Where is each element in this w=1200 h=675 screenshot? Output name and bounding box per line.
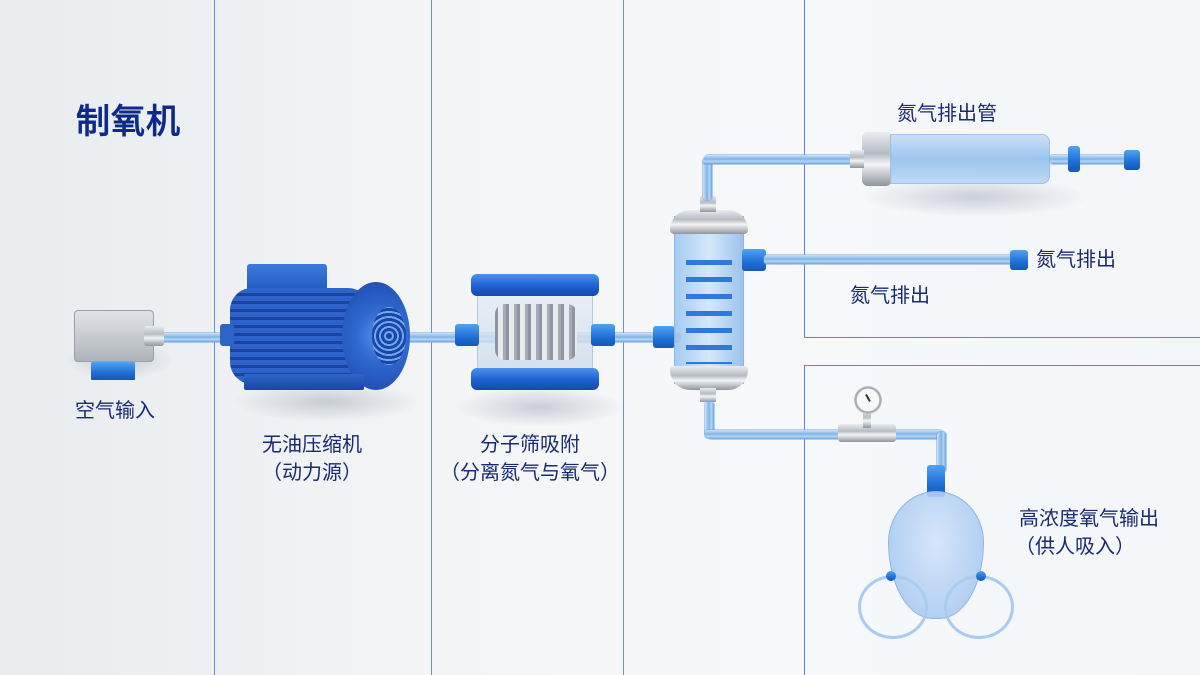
valve-stem bbox=[863, 410, 871, 428]
separator-top-cap bbox=[670, 210, 748, 234]
oxygen-mask bbox=[856, 465, 1016, 645]
separator-top-nozzle bbox=[700, 196, 716, 212]
strap-clip-right bbox=[976, 571, 986, 581]
nitrogen-exhaust-right-label: 氮气排出 bbox=[1036, 247, 1116, 271]
cylinder-inlet-nozzle bbox=[850, 150, 864, 168]
air-input-label: 空气输入 bbox=[75, 398, 155, 422]
separator-side-fitting bbox=[742, 249, 766, 271]
sieve-bottom-cap bbox=[471, 368, 599, 390]
oxygen-drop-pipe bbox=[705, 402, 714, 438]
motor-shaft-left bbox=[220, 324, 234, 346]
nitrogen-pipe-end-cap bbox=[1124, 150, 1140, 170]
sieve-coil bbox=[495, 304, 577, 360]
sieve-top-cap bbox=[471, 274, 599, 296]
compressor-sublabel: （动力源） bbox=[262, 460, 362, 484]
air-inlet-fitting bbox=[144, 326, 164, 346]
oxygen-output-label: 高浓度氧气输出 bbox=[1019, 506, 1159, 530]
separator-bottom-nozzle bbox=[700, 388, 716, 402]
molecular-sieve-label: 分子筛吸附 bbox=[480, 432, 580, 456]
pressure-valve[interactable] bbox=[838, 384, 898, 448]
nitrogen-top-pipe bbox=[703, 155, 863, 164]
nitrogen-side-end-cap bbox=[1010, 250, 1028, 270]
separator-coil bbox=[686, 254, 732, 364]
sieve-inlet-fitting bbox=[455, 324, 479, 346]
oxygen-panel bbox=[804, 365, 1200, 675]
air-input-base bbox=[91, 362, 135, 380]
separator-inlet-fitting bbox=[653, 326, 675, 348]
cylinder-glass-body bbox=[890, 134, 1050, 184]
sieve-outlet-fitting bbox=[591, 324, 615, 346]
separator-bottom-cap bbox=[670, 366, 748, 390]
motor-base bbox=[244, 374, 364, 390]
strap-clip-left bbox=[886, 571, 896, 581]
page-title: 制氧机 bbox=[76, 102, 181, 142]
cylinder-steel-cap bbox=[862, 132, 892, 186]
air-filter-box bbox=[74, 310, 154, 362]
mask-strap-right bbox=[944, 575, 1014, 639]
compressor-label: 无油压缩机 bbox=[262, 432, 362, 456]
nitrogen-exhaust-below-label: 氮气排出 bbox=[850, 283, 930, 307]
air-input-unit bbox=[64, 310, 174, 380]
molecular-sieve-sublabel: （分离氮气与氧气） bbox=[440, 460, 620, 484]
separator-column bbox=[670, 196, 748, 404]
molecular-sieve-unit bbox=[455, 262, 625, 427]
motor-fan-grille bbox=[372, 307, 406, 365]
oxygen-horizontal-pipe bbox=[705, 430, 945, 439]
valve-body bbox=[838, 424, 896, 442]
compressor-unit bbox=[220, 262, 422, 422]
main-pipe bbox=[160, 333, 680, 342]
nitrogen-outlet-pipe bbox=[1050, 155, 1130, 164]
nitrogen-riser-pipe bbox=[703, 160, 712, 200]
nitrogen-exhaust-cylinder bbox=[850, 132, 1090, 217]
nitrogen-side-pipe bbox=[764, 255, 1014, 264]
mask-connector bbox=[927, 465, 945, 497]
mask-strap bbox=[858, 575, 928, 639]
nitrogen-outlet-collar bbox=[1068, 146, 1080, 172]
nitrogen-exhaust-pipe-label: 氮气排出管 bbox=[897, 101, 997, 125]
oxygen-output-sublabel: （供人吸入） bbox=[1015, 534, 1135, 558]
nitrogen-panel bbox=[804, 0, 1200, 338]
oxygen-down-pipe bbox=[937, 432, 946, 472]
